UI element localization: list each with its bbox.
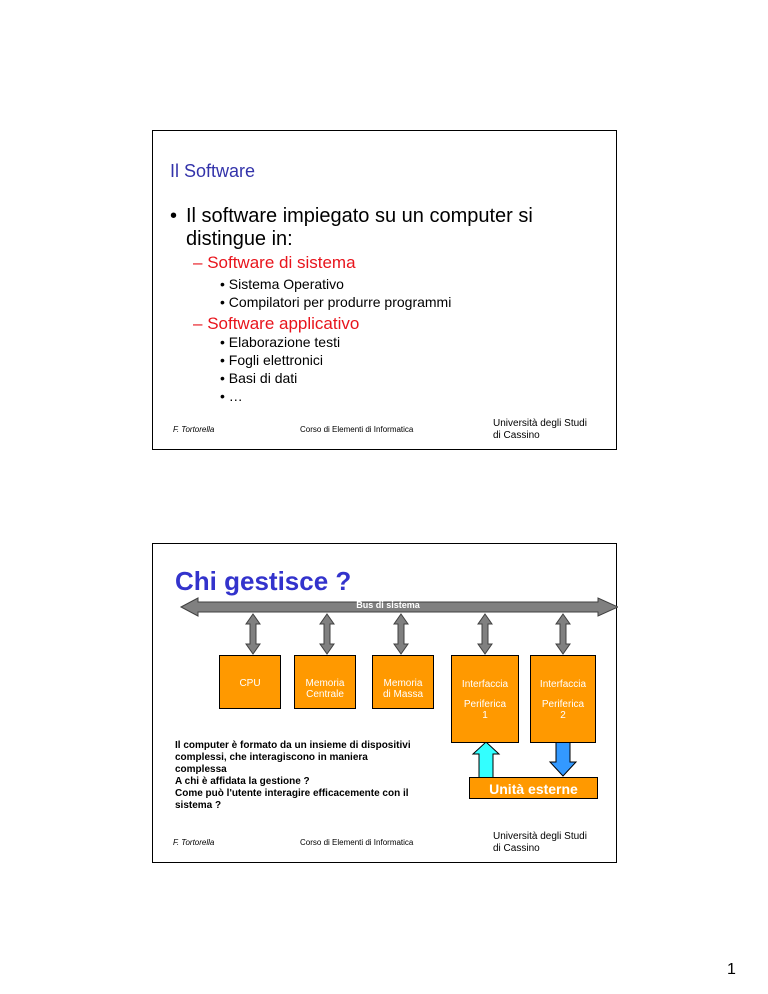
sub-heading-system: – Software di sistema — [193, 253, 356, 272]
list-item: • Sistema Operativo — [220, 276, 344, 292]
footer-course: Corso di Elementi di Informatica — [300, 425, 414, 434]
bus-connector-arrow — [245, 613, 261, 655]
bullet-dot: • — [170, 205, 178, 227]
footer-author: F. Tortorella — [173, 425, 215, 434]
footer-course: Corso di Elementi di Informatica — [300, 838, 414, 847]
bus-arrow — [179, 597, 618, 617]
footer-author: F. Tortorella — [173, 838, 215, 847]
slide-software: Il Software • Il software impiegato su u… — [152, 130, 617, 450]
input-arrow — [471, 741, 501, 779]
main-bullet: • Il software impiegato su un computer s… — [170, 205, 590, 251]
footer-university: Università degli Studi di Cassino — [493, 831, 587, 854]
unita-esterne-box: Unità esterne — [469, 777, 598, 799]
sub-heading-application: – Software applicativo — [193, 314, 360, 333]
output-arrow — [548, 741, 578, 777]
slide-chi-gestisce: Chi gestisce ? Bus di sistema CPU Memori… — [152, 543, 618, 863]
description-text: Il computer è formato da un insieme di d… — [175, 740, 411, 811]
list-item: • Basi di dati — [220, 370, 298, 386]
bus-diagram — [179, 597, 618, 779]
footer-university: Università degli Studi di Cassino — [493, 418, 587, 441]
slide-title: Il Software — [170, 161, 256, 181]
list-item: • Fogli elettronici — [220, 352, 323, 368]
bus-connector-arrow — [393, 613, 409, 655]
list-item: • Elaborazione testi — [220, 334, 341, 350]
list-item: • Compilatori per produrre programmi — [220, 294, 452, 310]
bus-connector-arrow — [477, 613, 493, 655]
list-item: • … — [220, 388, 243, 404]
slide-title: Chi gestisce ? — [175, 566, 352, 596]
bus-connector-arrow — [555, 613, 571, 655]
bus-connector-arrow — [319, 613, 335, 655]
main-bullet-text: Il software impiegato su un computer si … — [186, 205, 533, 250]
page-number: 1 — [727, 961, 736, 978]
bus-label: Bus di sistema — [356, 600, 420, 610]
cpu-box: CPU — [219, 655, 281, 709]
